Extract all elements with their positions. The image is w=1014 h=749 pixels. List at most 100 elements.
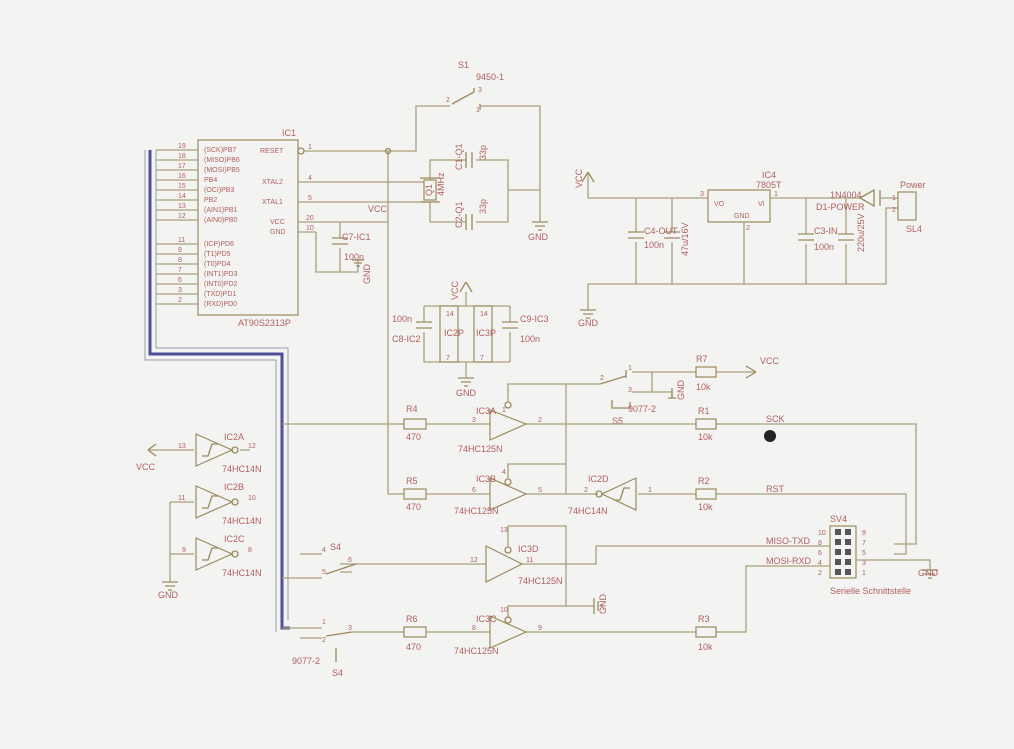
c7-value: 100n — [344, 252, 364, 262]
miso-wires — [340, 525, 818, 607]
vcc-label: VCC — [574, 168, 584, 188]
c8-ref: C8-IC2 — [392, 334, 421, 344]
vcc-label: VCC — [368, 204, 388, 214]
out-cap-leads — [635, 198, 673, 284]
c5-value: 220u/25V — [856, 213, 866, 252]
ic3c-enable-bubble — [504, 616, 512, 624]
ic2b-pin: 11 — [178, 495, 185, 502]
gnd-label: GND — [676, 380, 686, 401]
sv4-pin-num: 4 — [818, 560, 822, 567]
ic4-pin: 2 — [746, 225, 750, 232]
sv4-pin-num: 10 — [818, 530, 826, 537]
sv4-pin-pad — [835, 569, 841, 575]
ic1-pin-name: (T1)PD5 — [204, 251, 231, 258]
ic1-pin-num: 11 — [178, 237, 185, 244]
d1-ref: D1-POWER — [816, 202, 865, 212]
sv4-pin-num: 3 — [862, 560, 866, 567]
ic3b-pin: 4 — [502, 469, 506, 476]
ic4-pin: 1 — [774, 191, 778, 198]
ic2bc-wires — [169, 501, 194, 582]
gnd-label: GND — [918, 568, 939, 578]
ic3a-buffer: R4 470 IC3A 74HC125N 3 2 1 R1 10k SCK — [300, 384, 917, 545]
bus-taps — [282, 423, 300, 629]
sv4-pin-pad — [845, 559, 851, 565]
ic2d-part: 74HC14N — [568, 506, 608, 516]
ic3c-buffer: R6 470 IC3C 74HC125N 8 9 10 R3 10k MOSI-… — [400, 556, 818, 656]
c9-value: 100n — [520, 334, 540, 344]
s5-switch-section: VCC R7 10k 9077-2 S5 1 2 3 GND — [507, 354, 780, 426]
ic3b-triangle — [489, 477, 528, 511]
ic3d-pin: 12 — [470, 557, 478, 564]
crystal-q1-icon — [423, 179, 437, 201]
ic1-pin-name: PB2 — [204, 197, 217, 204]
ground-icon — [593, 598, 603, 614]
sv4-pin-pad — [835, 549, 841, 555]
ic3b-part: 74HC125N — [454, 506, 499, 516]
ic2a-ref: IC2A — [224, 432, 244, 442]
c1-ref: C1-Q1 — [454, 143, 464, 170]
ic3a-part: 74HC125N — [458, 444, 503, 454]
ic3a-pin: 3 — [472, 417, 476, 424]
vcc-arrow-icon — [745, 365, 757, 379]
ic1-pin-name: PB4 — [204, 177, 217, 184]
ic3a-pin: 2 — [538, 417, 542, 424]
ic1-pin-num: 7 — [178, 267, 182, 274]
s4-part: 9077-2 — [292, 656, 320, 666]
sv4-pin-num: 6 — [818, 550, 822, 557]
s5-pin: 1 — [628, 365, 632, 372]
s1-pin: 2 — [446, 97, 450, 104]
ic2d-ref: IC2D — [588, 474, 609, 484]
ic2d-pin: 1 — [648, 487, 652, 494]
r2-body — [695, 488, 717, 500]
ic1-pin-num: 3 — [178, 287, 182, 294]
ic3a-triangle — [489, 409, 528, 441]
ic4-vi: VI — [758, 201, 765, 208]
ic1-pin-name: XTAL2 — [262, 179, 283, 186]
gnd-label: GND — [598, 594, 608, 615]
diode-icon — [858, 188, 881, 208]
ic3b-pin: 6 — [472, 487, 476, 494]
vcc-arrow-icon — [581, 171, 595, 183]
vcc-label: VCC — [760, 356, 780, 366]
in-cap-plates — [798, 233, 854, 241]
vcc-label: VCC — [450, 280, 460, 300]
c4-ref: C4-OUT — [644, 226, 678, 236]
sv4-ref: SV4 — [830, 514, 847, 524]
q1-value: 4MHz — [436, 172, 446, 196]
ic1-pin-name: RESET — [260, 148, 284, 155]
ic1-pin-num: 8 — [178, 257, 182, 264]
ic2c-pin: 8 — [248, 547, 252, 554]
ic1-pin-name: (SCK)PB7 — [204, 147, 236, 154]
ic1-pin-num: 2 — [178, 297, 182, 304]
ic3c-pin: 9 — [538, 625, 542, 632]
c6-ref: 47u/16V — [680, 222, 690, 256]
ic1-pin-num: 10 — [306, 225, 314, 232]
ic2d-triangle — [600, 477, 637, 511]
sl4-pin: 1 — [892, 195, 896, 202]
r6-ref: R6 — [406, 614, 418, 624]
ic4-pin: 3 — [700, 191, 704, 198]
ic1-ref: IC1 — [282, 128, 296, 138]
s4-pin: 1 — [322, 619, 326, 626]
r4-body — [403, 418, 427, 430]
ic3p-ref: IC3P — [476, 328, 496, 338]
vcc-arrow-icon — [147, 443, 157, 457]
gnd-label: GND — [158, 590, 179, 600]
c7-ref: C7-IC1 — [342, 232, 371, 242]
ic2b-part: 74HC14N — [222, 516, 262, 526]
ic1-reset-inversion — [297, 147, 305, 155]
s4-switch: S4 9077-2 S4 4 5 6 1 2 3 — [292, 542, 400, 678]
ic1-pin-num: 9 — [178, 247, 182, 254]
ic3b-ref: IC3B — [476, 474, 496, 484]
ic2a-bubble — [231, 446, 239, 454]
sv4-wires — [818, 545, 931, 570]
c2-value: 33p — [478, 199, 488, 214]
s1-ref: S1 — [458, 60, 469, 70]
ic1-pin-num: 12 — [178, 213, 186, 220]
s4-ref-2: S4 — [332, 668, 343, 678]
ic1-pin-name: (MOSI)PB5 — [204, 167, 240, 174]
sl4-label: Power — [900, 180, 926, 190]
s5-part: 9077-2 — [628, 404, 656, 414]
